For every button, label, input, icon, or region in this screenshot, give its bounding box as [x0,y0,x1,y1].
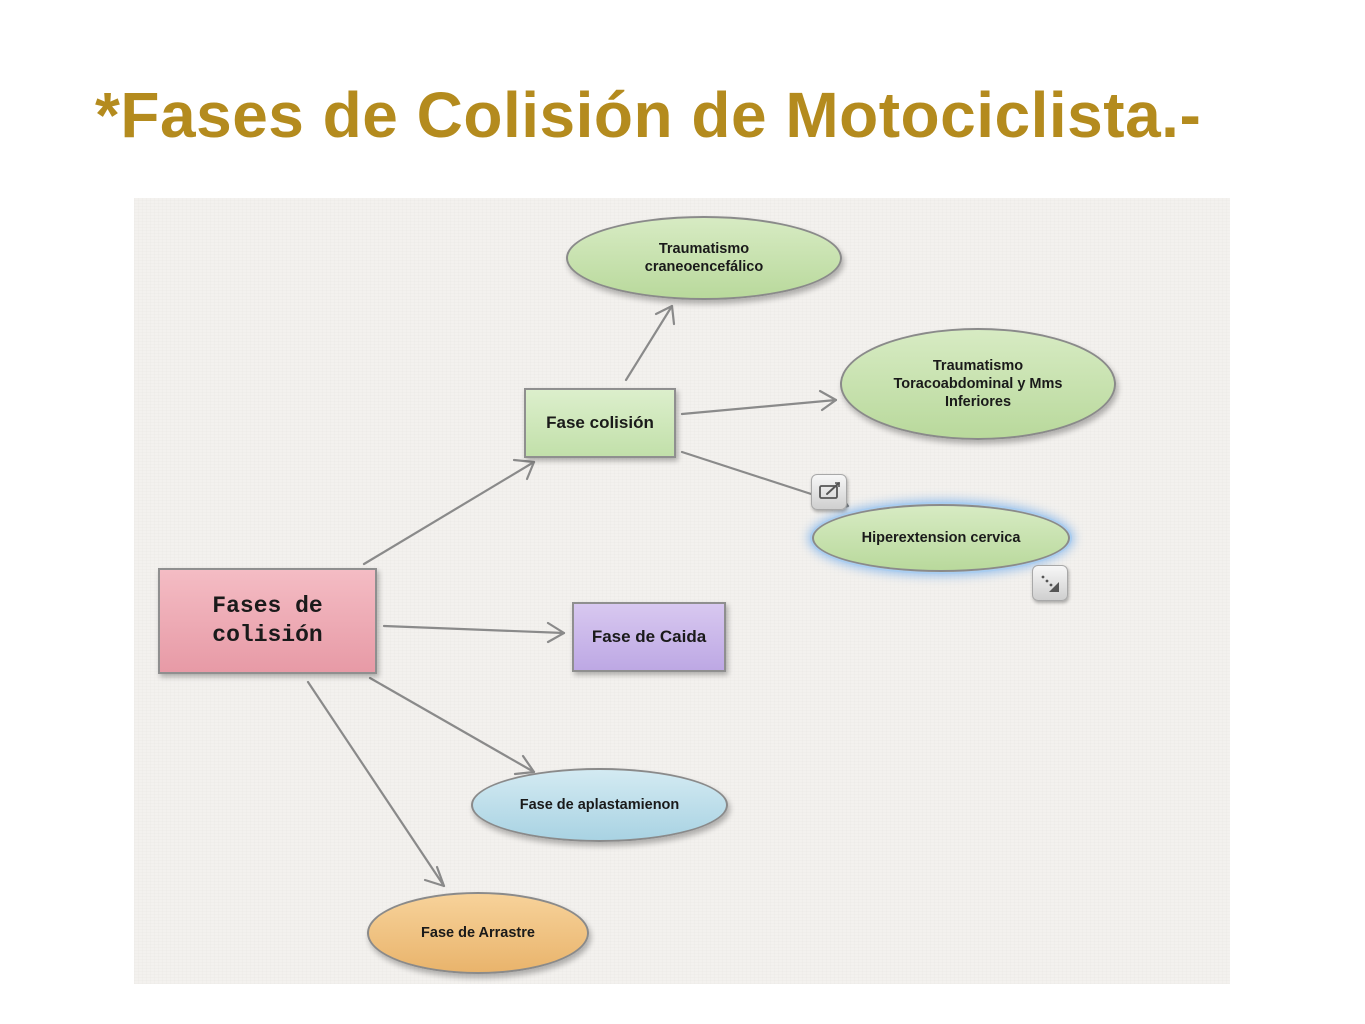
phase-node-crush[interactable]: Fase de aplastamienon [471,768,728,842]
connector-root-to-fall [382,621,566,644]
connector-root-to-collision [362,458,536,566]
root-node-fases-de-colision[interactable]: Fases de colisión [158,568,377,674]
root-node-label: Fases de colisión [212,593,323,648]
phase-node-collision[interactable]: Fase colisión [524,388,676,458]
injury-node-head-trauma[interactable]: Traumatismo craneoencefálico [566,216,842,300]
slide-title: *Fases de Colisión de Motociclista.- [95,79,1202,151]
injury-head-label-line1: Traumatismo [658,240,750,257]
phase-collision-label: Fase colisión [546,413,654,433]
injury-node-torso-trauma[interactable]: Traumatismo Toracoabdominal y Mms Inferi… [840,328,1116,440]
connector-root-to-drag [306,680,446,888]
injury-torso-label: Traumatismo Toracoabdominal y Mms Inferi… [893,357,1063,411]
phase-drag-label: Fase de Arrastre [421,924,535,941]
injury-head-label-line2: craneoencefálico [644,259,764,275]
phase-fall-label: Fase de Caida [591,627,707,647]
connector-collision-to-torso [680,389,838,416]
resize-node-button[interactable] [1032,565,1068,601]
injury-node-cervical-hyperextension[interactable]: Hiperextension cervica [812,504,1070,572]
edit-node-icon [819,482,840,499]
phase-node-drag[interactable]: Fase de Arrastre [367,892,589,974]
connector-root-to-crush [368,676,536,776]
resize-handle-icon [1041,575,1059,592]
phase-crush-label: Fase de aplastamienon [519,796,680,813]
phase-node-fall[interactable]: Fase de Caida [572,602,726,672]
injury-cervical-label: Hiperextension cervica [861,529,1021,546]
edit-node-button[interactable] [811,474,847,510]
connector-collision-to-head [624,304,676,382]
mind-map-canvas[interactable]: Fases de colisión Fase colisión Fase de … [134,198,1230,984]
